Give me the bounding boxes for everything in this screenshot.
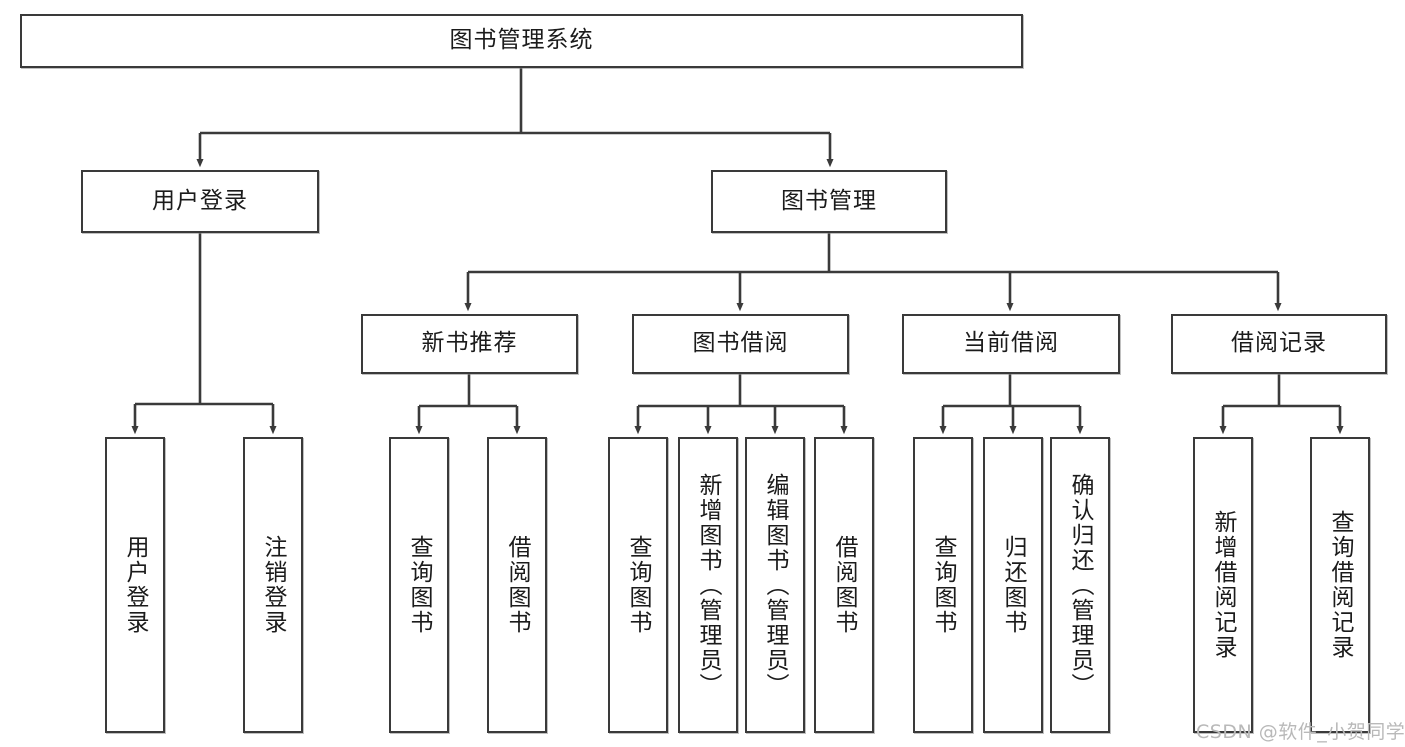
node-root[interactable]: 图书管理系统 <box>20 14 1023 68</box>
node-leaf-borrow-book-bb-label: 借阅图书 <box>831 535 858 635</box>
node-leaf-borrow-book-bb[interactable]: 借阅图书 <box>814 437 874 733</box>
watermark: CSDN @软件_小贺同学 <box>1196 717 1405 744</box>
node-leaf-borrow-book-nbr-label: 借阅图书 <box>504 535 531 635</box>
node-leaf-add-record[interactable]: 新增借阅记录 <box>1193 437 1253 733</box>
node-user-login[interactable]: 用户登录 <box>81 170 319 233</box>
node-leaf-return-book[interactable]: 归还图书 <box>983 437 1043 733</box>
node-leaf-confirm-return-label: 确认归还（管理员） <box>1067 472 1094 698</box>
node-leaf-edit-book-label: 编辑图书（管理员） <box>762 472 789 698</box>
node-borrow-records[interactable]: 借阅记录 <box>1171 314 1387 374</box>
node-leaf-query-book-cb-label: 查询图书 <box>930 535 957 635</box>
node-leaf-add-book-label: 新增图书（管理员） <box>695 472 722 698</box>
node-leaf-query-book-nbr[interactable]: 查询图书 <box>389 437 449 733</box>
node-leaf-user-login-label: 用户登录 <box>122 535 149 635</box>
node-leaf-user-logout-label: 注销登录 <box>260 535 287 635</box>
node-book-borrow-label: 图书借阅 <box>692 330 789 357</box>
node-book-borrow[interactable]: 图书借阅 <box>632 314 849 374</box>
node-leaf-confirm-return[interactable]: 确认归还（管理员） <box>1050 437 1110 733</box>
node-new-book-recommend-label: 新书推荐 <box>421 330 518 357</box>
node-leaf-query-book-bb-label: 查询图书 <box>625 535 652 635</box>
node-leaf-query-record-label: 查询借阅记录 <box>1327 510 1354 660</box>
node-root-label: 图书管理系统 <box>449 27 594 54</box>
node-book-manage[interactable]: 图书管理 <box>711 170 947 233</box>
node-book-manage-label: 图书管理 <box>781 187 877 214</box>
node-leaf-return-book-label: 归还图书 <box>1000 535 1027 635</box>
node-leaf-borrow-book-nbr[interactable]: 借阅图书 <box>487 437 547 733</box>
node-borrow-records-label: 借阅记录 <box>1231 330 1327 357</box>
node-user-login-label: 用户登录 <box>152 187 248 214</box>
node-leaf-user-login[interactable]: 用户登录 <box>105 437 165 733</box>
node-leaf-edit-book[interactable]: 编辑图书（管理员） <box>745 437 805 733</box>
node-current-borrow-label: 当前借阅 <box>963 330 1059 357</box>
node-leaf-user-logout[interactable]: 注销登录 <box>243 437 303 733</box>
node-leaf-query-book-bb[interactable]: 查询图书 <box>608 437 668 733</box>
node-new-book-recommend[interactable]: 新书推荐 <box>361 314 578 374</box>
node-leaf-add-record-label: 新增借阅记录 <box>1210 510 1237 660</box>
watermark-text: CSDN @软件_小贺同学 <box>1196 721 1405 743</box>
node-leaf-query-book-cb[interactable]: 查询图书 <box>913 437 973 733</box>
node-leaf-query-record[interactable]: 查询借阅记录 <box>1310 437 1370 733</box>
node-current-borrow[interactable]: 当前借阅 <box>902 314 1120 374</box>
node-leaf-add-book[interactable]: 新增图书（管理员） <box>678 437 738 733</box>
node-leaf-query-book-nbr-label: 查询图书 <box>406 535 433 635</box>
